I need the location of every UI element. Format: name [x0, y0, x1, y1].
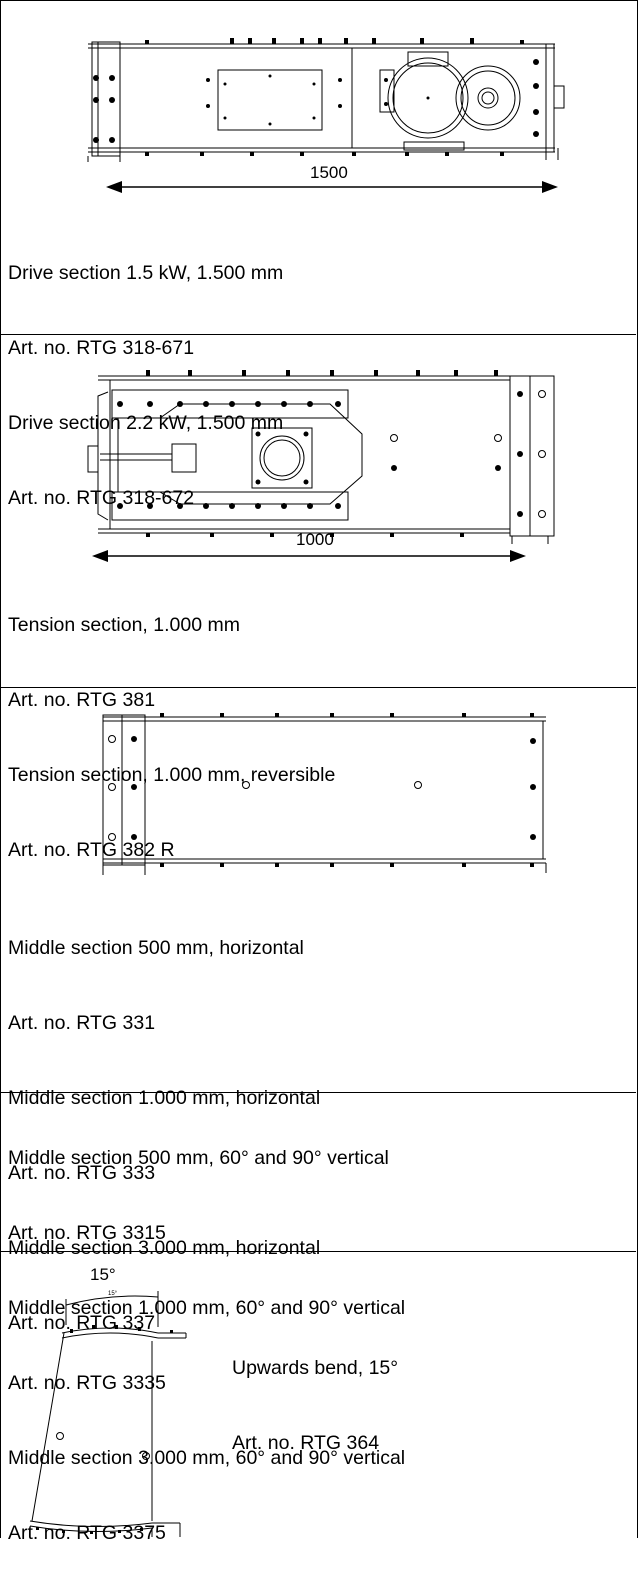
middle-horizontal-section-cell: [0, 687, 636, 1093]
drive-section-cell: [0, 0, 636, 335]
middle-horizontal-line-2: Art. no. RTG 331: [8, 1012, 156, 1034]
bend-small-angle-label: 15°: [108, 1291, 118, 1297]
tension-line-2: Art. no. RTG 381: [8, 689, 156, 711]
tension-line-4: Art. no. RTG 382 R: [8, 839, 175, 861]
middle-vertical-line-4: Art. no. RTG 3335: [8, 1372, 166, 1394]
drive-section-drawing: [87, 38, 565, 193]
drive-section-text: Drive section 1.5 kW, 1.500 mm Art. no. …: [8, 211, 283, 536]
tension-line-1: Tension section, 1.000 mm: [8, 614, 240, 636]
middle-vertical-section-cell: [0, 1092, 636, 1252]
middle-horizontal-line-3: Middle section 1.000 mm, horizontal: [8, 1087, 321, 1109]
upwards-bend-line-2: Art. no. RTG 364: [232, 1432, 380, 1454]
upwards-bend-drawing: [29, 1291, 187, 1537]
tension-section-cell: [0, 334, 636, 688]
middle-horizontal-section-text: Middle section 500 mm, horizontal Art. n…: [8, 886, 320, 1361]
tension-section-text: Tension section, 1.000 mm Art. no. RTG 3…: [8, 563, 335, 888]
middle-vertical-line-3: Middle section 1.000 mm, 60° and 90° ver…: [8, 1297, 406, 1319]
middle-vertical-line-5: Middle section 3.000 mm, 60° and 90° ver…: [8, 1447, 406, 1469]
upwards-bend-line-1: Upwards bend, 15°: [232, 1357, 399, 1379]
middle-vertical-line-2: Art. no. RTG 3315: [8, 1222, 166, 1244]
tension-section-drawing: [87, 370, 555, 562]
bend-angle-label: 15°: [90, 1265, 116, 1284]
tension-line-3: Tension section, 1.000 mm, reversible: [8, 764, 336, 786]
drive-dimension-label: 1500: [310, 163, 348, 182]
middle-horizontal-section-drawing: [102, 713, 547, 875]
middle-vertical-line-1: Middle section 500 mm, 60° and 90° verti…: [8, 1147, 389, 1169]
middle-horizontal-line-1: Middle section 500 mm, horizontal: [8, 937, 304, 959]
drive-line-2: Art. no. RTG 318-671: [8, 337, 195, 359]
drive-line-1: Drive section 1.5 kW, 1.500 mm: [8, 262, 284, 284]
middle-horizontal-line-6: Art. no. RTG 337: [8, 1312, 156, 1334]
middle-horizontal-line-4: Art. no. RTG 333: [8, 1162, 156, 1184]
middle-horizontal-line-5: Middle section 3.000 mm, horizontal: [8, 1237, 321, 1259]
tension-dimension-label: 1000: [296, 530, 334, 549]
upwards-bend-section-text: Upwards bend, 15° Art. no. RTG 364: [232, 1306, 398, 1481]
